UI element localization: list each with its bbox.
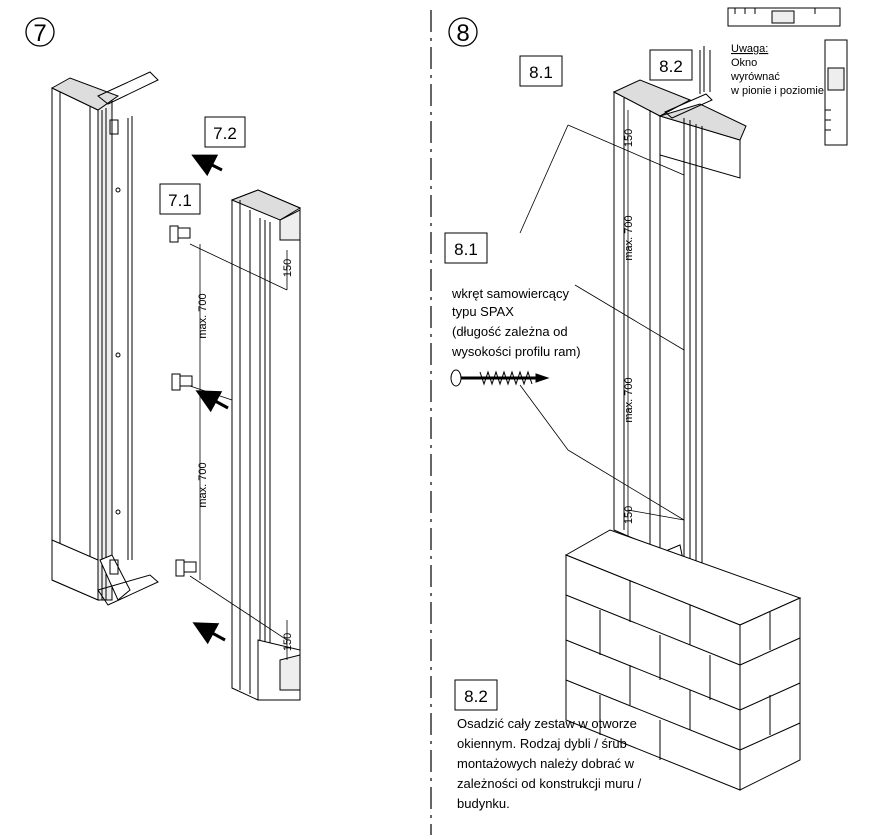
screw-text-3: (długość zależna od xyxy=(452,324,568,339)
step-8-number: 8 xyxy=(456,20,469,47)
screw-icon xyxy=(450,369,550,387)
screw-text-2: typu SPAX xyxy=(452,304,514,319)
label-box-7-1 xyxy=(159,183,201,215)
instruction-line-3: montażowych należy dobrać w xyxy=(457,756,635,771)
anchor-top xyxy=(169,225,191,243)
dim-8-top: 150 xyxy=(623,129,635,147)
frame-profile-right xyxy=(230,189,302,701)
label-box-7-2 xyxy=(204,116,246,148)
label-8-2-callout: 8.2 xyxy=(464,687,488,706)
dimension-lines-7 xyxy=(189,243,288,660)
step-7-number: 7 xyxy=(33,20,46,47)
step-7: 7 7.2 7.1 xyxy=(25,17,302,701)
dimension-lines-8 xyxy=(519,110,685,550)
instruction-line-2: okiennym. Rodzaj dybli / śrub xyxy=(457,736,627,751)
instruction-line-4: zależności od konstrukcji muru / xyxy=(457,776,642,791)
label-7-1: 7.1 xyxy=(168,191,192,210)
step-7-circle xyxy=(25,17,55,47)
dim-7-top: 150 xyxy=(282,259,294,277)
label-7-2: 7.2 xyxy=(213,124,237,143)
note-line-1: Okno xyxy=(731,57,757,69)
dim-8-low: max. 700 xyxy=(623,377,635,422)
spirit-level-horizontal xyxy=(727,7,841,27)
screw-text-1: wkręt samowiercący xyxy=(451,286,570,301)
spirit-level-vertical xyxy=(824,39,848,146)
instruction-line-5: budynku. xyxy=(457,796,510,811)
instruction-line-1: Osadzić cały zestaw w otworze xyxy=(457,716,637,731)
label-box-8-1-top xyxy=(519,55,563,87)
brick-wall xyxy=(564,529,802,791)
label-box-8-2-top xyxy=(649,49,693,81)
label-8-1-callout: 8.1 xyxy=(454,240,478,259)
dim-7-low: max. 700 xyxy=(197,462,209,507)
label-8-2-top: 8.2 xyxy=(659,57,683,76)
label-box-8-1-callout xyxy=(444,232,488,264)
dim-8-bottom: 150 xyxy=(623,506,635,524)
screw-text-4: wysokości profilu ram) xyxy=(451,344,581,359)
note-title: Uwaga: xyxy=(731,43,768,55)
label-box-8-2-callout xyxy=(454,679,498,711)
anchor-mid xyxy=(171,373,193,391)
step-8: 8 8.1 8.2 Uwaga: Okno wyrównać w pionie … xyxy=(444,7,848,811)
dim-7-bottom: 150 xyxy=(282,633,294,651)
note-line-2: wyrównać xyxy=(730,71,780,83)
dim-8-mid: max. 700 xyxy=(623,215,635,260)
label-8-1-top: 8.1 xyxy=(529,63,553,82)
frame-profile-left xyxy=(50,71,159,606)
note-line-3: w pionie i poziomie xyxy=(730,85,824,97)
anchor-bottom xyxy=(175,559,197,577)
step-8-circle xyxy=(448,17,478,47)
dim-7-mid: max. 700 xyxy=(197,293,209,338)
